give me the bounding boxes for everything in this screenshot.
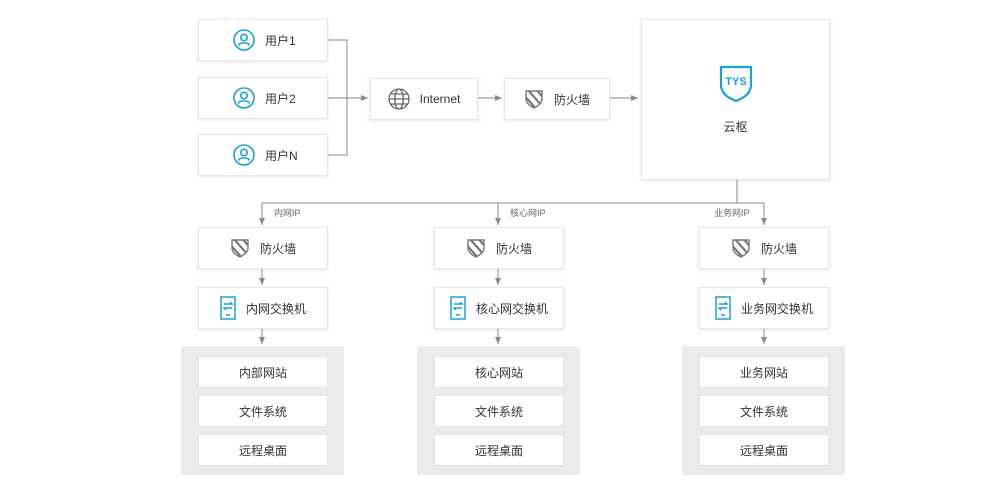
service-item[interactable]: 文件系统	[198, 395, 328, 427]
service-label: 远程桌面	[739, 443, 788, 458]
tys-shield-logo-icon: TYS	[719, 65, 753, 106]
switch-icon	[220, 296, 236, 320]
switch-label: 内网交换机	[245, 301, 306, 316]
user-icon	[233, 29, 255, 51]
firewall-label: 防火墙	[495, 241, 532, 256]
globe-icon	[387, 88, 410, 110]
edge-label-internal-ip: 内网IP	[274, 208, 301, 218]
firewall-shield-icon	[230, 238, 250, 258]
service-item[interactable]: 远程桌面	[434, 434, 564, 466]
firewall-label: 防火墙	[259, 241, 296, 256]
service-item[interactable]: 业务网站	[699, 356, 829, 388]
branch3-firewall-node[interactable]: 防火墙	[699, 227, 829, 269]
service-label: 远程桌面	[238, 443, 287, 458]
branch3-services-panel: 业务网站 文件系统 远程桌面	[682, 346, 845, 475]
switch-icon	[450, 296, 466, 320]
internet-label: Internet	[419, 92, 461, 106]
edge-label-core-ip: 核心网IP	[510, 208, 546, 218]
tys-logo-text: TYS	[725, 76, 746, 88]
firewall-shield-icon	[466, 238, 486, 258]
branch1-firewall-node[interactable]: 防火墙	[198, 227, 328, 269]
top-firewall-node[interactable]: 防火墙	[504, 78, 610, 120]
user-label: 用户1	[265, 33, 296, 48]
user-node-1[interactable]: 用户1	[198, 19, 328, 61]
user-icon	[233, 144, 255, 166]
branch2-switch-node[interactable]: 核心网交换机	[434, 287, 564, 329]
service-label: 文件系统	[739, 404, 788, 419]
user-node-2[interactable]: 用户2	[198, 77, 328, 119]
switch-label: 核心网交换机	[475, 301, 548, 316]
internet-node[interactable]: Internet	[370, 78, 478, 120]
edge-label-business-ip: 业务网IP	[714, 208, 750, 218]
service-item[interactable]: 核心网站	[434, 356, 564, 388]
user-node-n[interactable]: 用户N	[198, 134, 328, 176]
service-label: 远程桌面	[474, 443, 523, 458]
service-label: 文件系统	[474, 404, 523, 419]
firewall-label: 防火墙	[760, 241, 797, 256]
service-label: 文件系统	[238, 404, 287, 419]
service-item[interactable]: 内部网站	[198, 356, 328, 388]
branch1-services-panel: 内部网站 文件系统 远程桌面	[181, 346, 344, 475]
user-label: 用户N	[265, 148, 298, 163]
center-label: 云枢	[723, 119, 748, 134]
firewall-shield-icon	[731, 238, 751, 258]
service-item[interactable]: 文件系统	[434, 395, 564, 427]
branch2-firewall-node[interactable]: 防火墙	[434, 227, 564, 269]
firewall-label: 防火墙	[553, 92, 590, 107]
branch1-switch-node[interactable]: 内网交换机	[198, 287, 328, 329]
service-label: 内部网站	[238, 365, 287, 380]
branch3-switch-node[interactable]: 业务网交换机	[699, 287, 829, 329]
switch-icon	[715, 296, 731, 320]
service-label: 业务网站	[739, 365, 788, 380]
switch-label: 业务网交换机	[740, 301, 813, 316]
branch2-services-panel: 核心网站 文件系统 远程桌面	[417, 346, 580, 475]
firewall-shield-icon	[524, 89, 544, 109]
service-item[interactable]: 远程桌面	[699, 434, 829, 466]
user-label: 用户2	[265, 91, 296, 106]
service-label: 核心网站	[474, 365, 523, 380]
user-icon	[233, 87, 255, 109]
service-item[interactable]: 远程桌面	[198, 434, 328, 466]
service-item[interactable]: 文件系统	[699, 395, 829, 427]
center-node[interactable]: TYS 云枢	[641, 19, 830, 180]
